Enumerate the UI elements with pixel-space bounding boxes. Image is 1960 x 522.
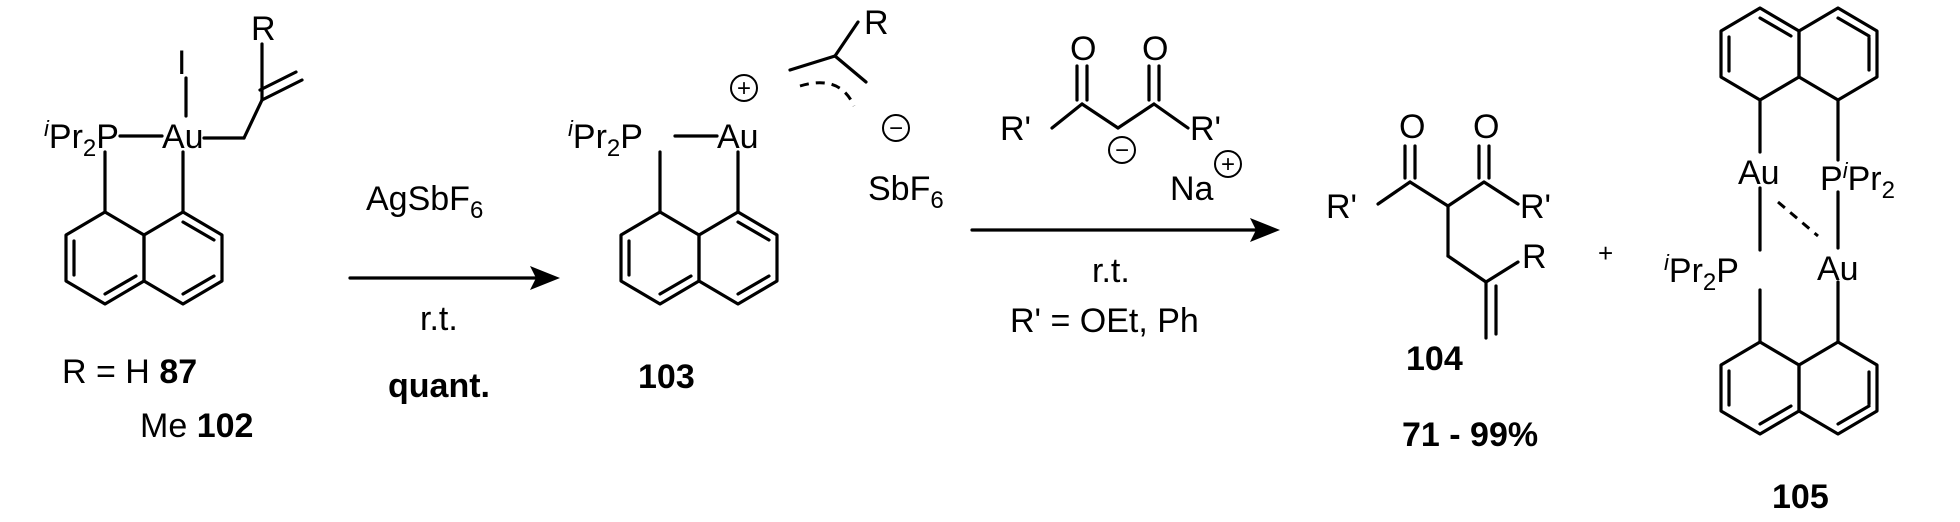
gold-atom-label-87: Au xyxy=(162,118,204,156)
r-prime-left-reagent: R' xyxy=(1000,110,1031,148)
product-yield: 71 - 99% xyxy=(1402,416,1538,454)
reaction-arrow-1 xyxy=(348,266,560,290)
product-r-prime-left: R' xyxy=(1326,188,1357,226)
compound-103-structure xyxy=(619,20,868,306)
compound-102-caption: Me 102 xyxy=(140,407,253,445)
svg-text:+: + xyxy=(737,75,751,102)
isopropyl-phosphine-label-87: iPr2P xyxy=(44,116,119,162)
reaction-arrow-2 xyxy=(970,218,1280,242)
isopropyl-phosphine-label-103: iPr2P xyxy=(568,116,643,162)
product-r-group: R xyxy=(1522,238,1547,276)
carbonyl-o-left: O xyxy=(1070,30,1096,68)
r-group-label-87: R xyxy=(251,10,276,48)
counterion-sbf6: SbF6 xyxy=(868,170,944,214)
byproduct-gold-bottom: Au xyxy=(1817,250,1859,288)
malonate-reagent-structure xyxy=(1050,64,1190,130)
svg-text:−: − xyxy=(1115,137,1129,164)
plus-sign: + xyxy=(1598,238,1613,268)
svg-text:+: + xyxy=(1221,151,1235,178)
compound-87-caption: R = H 87 xyxy=(62,353,197,391)
compound-103-caption: 103 xyxy=(638,358,695,396)
compound-104-structure xyxy=(1376,144,1520,340)
minus-charge-sbf6: − xyxy=(882,114,910,142)
iodide-label: I xyxy=(177,44,186,82)
svg-text:−: − xyxy=(889,115,903,142)
gold-atom-label-103: Au xyxy=(717,118,759,156)
compound-105-caption: 105 xyxy=(1772,478,1829,516)
compound-104-caption: 104 xyxy=(1406,340,1463,378)
condition-rt-2: r.t. xyxy=(1092,252,1130,290)
product-r-prime-right: R' xyxy=(1520,188,1551,226)
carbonyl-o-right: O xyxy=(1142,30,1168,68)
substituent-definition: R' = OEt, Ph xyxy=(1010,302,1199,340)
plus-charge-103: + xyxy=(730,74,758,102)
byproduct-phosphine-top: PiPr2 xyxy=(1820,158,1895,204)
condition-rt-1: r.t. xyxy=(420,300,458,338)
r-prime-right-reagent: R' xyxy=(1190,110,1221,148)
byproduct-phosphine-bottom: iPr2P xyxy=(1664,250,1739,296)
byproduct-gold-top: Au xyxy=(1738,154,1780,192)
product-carbonyl-o-left: O xyxy=(1399,108,1425,146)
naph-ring-left xyxy=(64,210,146,306)
minus-charge-malonate: − xyxy=(1108,136,1136,164)
product-carbonyl-o-right: O xyxy=(1473,108,1499,146)
compound-105-structure xyxy=(1719,6,1879,436)
reagent-agsbf6: AgSbF6 xyxy=(366,180,483,224)
plus-charge-sodium: + xyxy=(1214,150,1242,178)
naph-ring-right xyxy=(142,210,224,306)
compound-87-structure xyxy=(64,42,304,306)
yield-quant: quant. xyxy=(388,367,490,405)
r-group-label-103: R xyxy=(864,4,889,42)
sodium-counterion: Na xyxy=(1170,170,1214,208)
